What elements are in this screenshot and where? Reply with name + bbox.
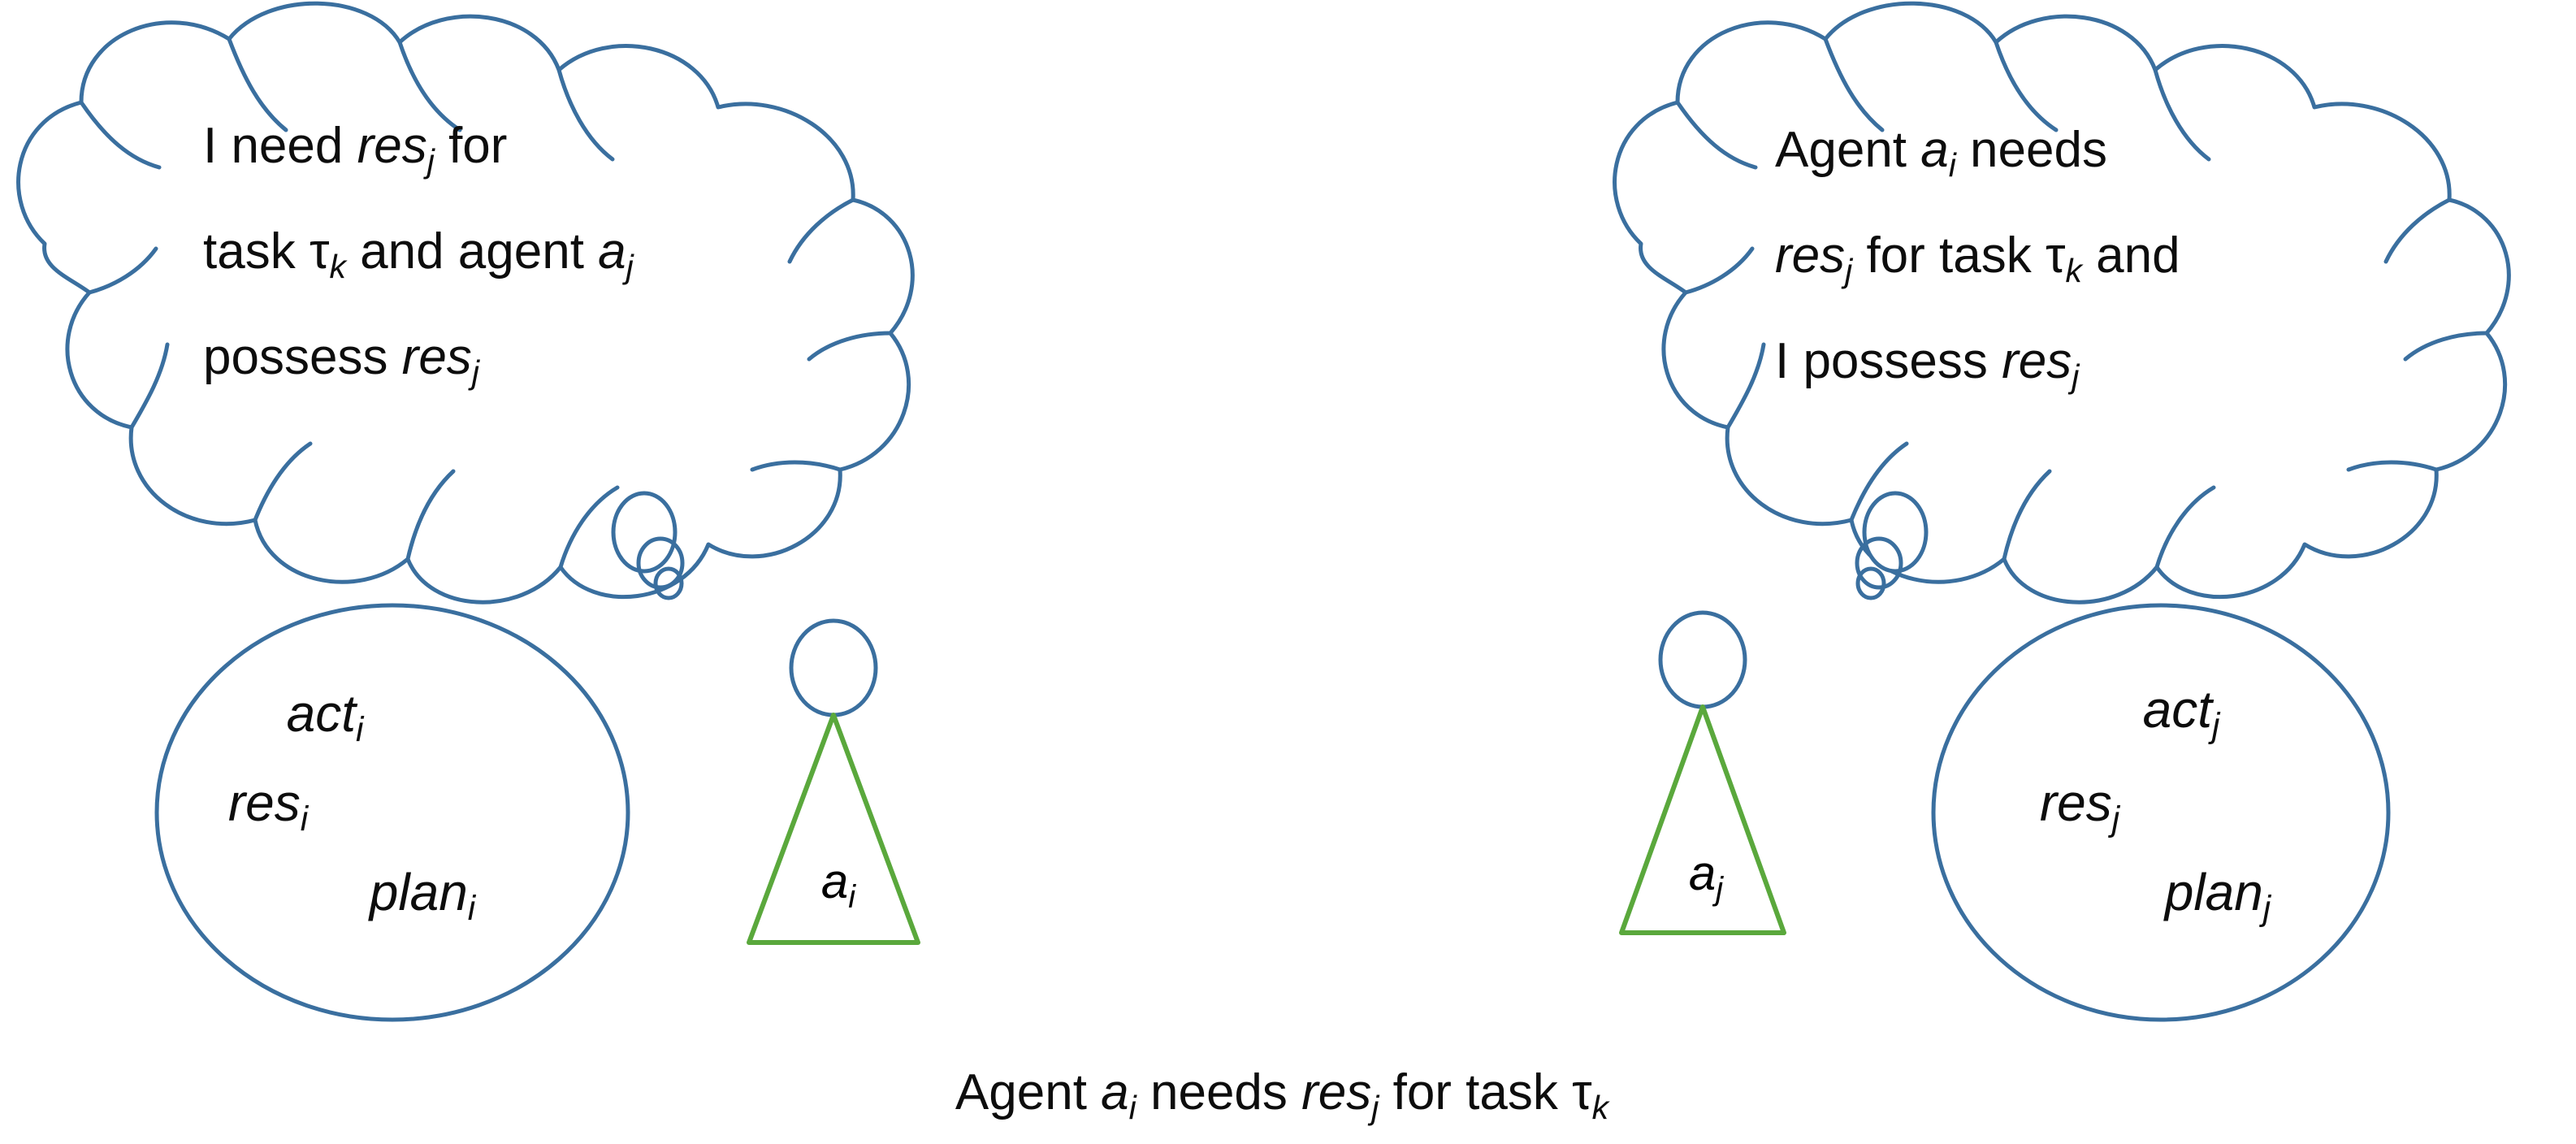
right-bubble-scallop-3	[1994, 40, 2059, 132]
right-knowledge-circle: actj resj planj	[1931, 603, 2391, 1022]
right-bubble-scallop-2	[1823, 37, 1885, 132]
right-label-act: actj	[2143, 680, 2221, 744]
left-bubble-line-2: task τk and agent aj	[203, 223, 635, 285]
right-bubble-outline	[1613, 1, 2511, 604]
right-bubble-scallop-7	[2346, 460, 2439, 472]
right-bubble-scallop-11	[2002, 469, 2052, 561]
right-bubble-tail-medium	[1855, 536, 1903, 590]
agent-i-head-icon	[789, 618, 878, 717]
left-bubble-scallop-2	[227, 37, 288, 132]
left-label-plan: plani	[368, 863, 477, 927]
right-bubble-scallop-4	[2153, 67, 2211, 162]
left-bubble-scallop-4	[556, 67, 615, 162]
agent-i-label: ai	[821, 854, 856, 915]
left-bubble-scallop-9	[129, 342, 170, 430]
agent-j-head-icon	[1658, 610, 1747, 709]
right-bubble-scallop-6	[2403, 331, 2489, 362]
left-bubble-tail-small	[653, 566, 684, 600]
left-bubble-scallop-5	[787, 197, 855, 264]
left-bubble-scallop-1	[79, 100, 162, 170]
agent-j-label: aj	[1689, 846, 1724, 907]
left-bubble-outline	[16, 1, 915, 604]
left-bubble-scallop-6	[807, 331, 893, 362]
left-knowledge-circle: acti resi plani	[154, 603, 630, 1022]
right-bubble-scallop-9	[1725, 342, 1766, 430]
left-bubble-scallop-3	[397, 40, 462, 132]
left-bubble-tail-large	[611, 491, 678, 574]
right-label-res: resj	[2040, 774, 2121, 838]
right-bubble-scallop-10	[1683, 246, 1755, 295]
left-label-act: acti	[287, 684, 365, 748]
left-label-res: resi	[228, 774, 310, 838]
left-bubble-line-3: possess resj	[203, 329, 481, 391]
right-bubble-line-1: Agent ai needs	[1775, 122, 2107, 184]
figure-caption: Agent ai needs resj for task τk	[955, 1064, 1611, 1126]
agent-j: aj	[1619, 610, 1786, 935]
right-bubble-scallop-8	[1849, 441, 1909, 522]
right-thought-bubble: Agent ai needs resj for task τk and I po…	[1613, 1, 2511, 604]
left-bubble-line-1: I need resj for	[203, 118, 507, 180]
left-thought-bubble: I need resj for task τk and agent aj pos…	[16, 1, 915, 604]
right-bubble-line-2: resj for task τk and	[1775, 228, 2180, 289]
right-bubble-tail-small	[1855, 566, 1886, 600]
agent-j-body-triangle-icon	[1619, 704, 1786, 935]
left-bubble-tail-medium	[636, 536, 685, 590]
agent-i-body-triangle-icon	[747, 713, 920, 945]
right-bubble-line-3: I possess resj	[1775, 333, 2080, 395]
right-bubble-scallop-5	[2383, 197, 2452, 264]
right-label-plan: planj	[2163, 863, 2272, 927]
right-knowledge-circle-outline	[1931, 603, 2391, 1022]
left-bubble-scallop-12	[558, 485, 620, 570]
left-knowledge-circle-outline	[154, 603, 630, 1022]
right-bubble-tail-large	[1862, 491, 1929, 574]
left-bubble-scallop-10	[87, 246, 158, 295]
left-bubble-scallop-8	[253, 441, 313, 522]
agent-i: ai	[747, 618, 920, 945]
right-bubble-scallop-1	[1675, 100, 1758, 170]
right-bubble-scallop-12	[2154, 485, 2216, 570]
left-bubble-scallop-7	[750, 460, 842, 472]
left-bubble-scallop-11	[405, 469, 456, 561]
